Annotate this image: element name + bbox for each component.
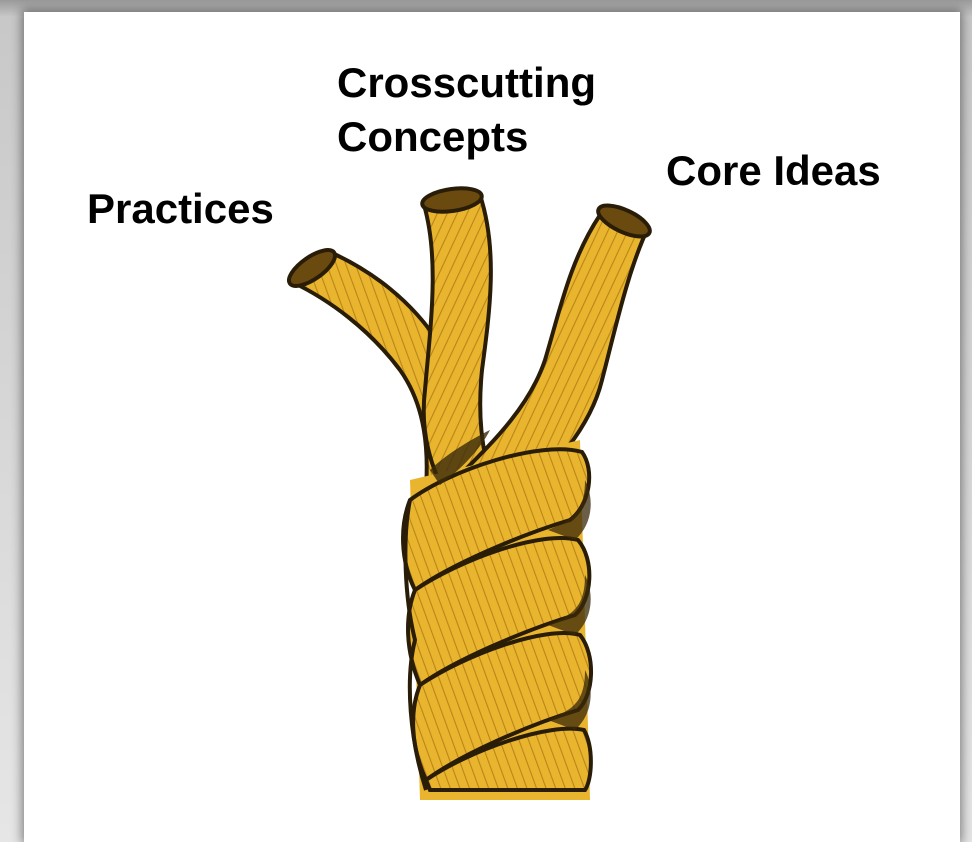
core-ideas-label: Core Ideas — [666, 144, 881, 198]
crosscutting-concepts-label: Crosscutting Concepts — [337, 56, 596, 164]
crosscutting-label-line1: Crosscutting — [337, 56, 596, 110]
crosscutting-label-line2: Concepts — [337, 110, 596, 164]
practices-label: Practices — [87, 182, 274, 236]
twisted-rope-body — [403, 430, 591, 800]
